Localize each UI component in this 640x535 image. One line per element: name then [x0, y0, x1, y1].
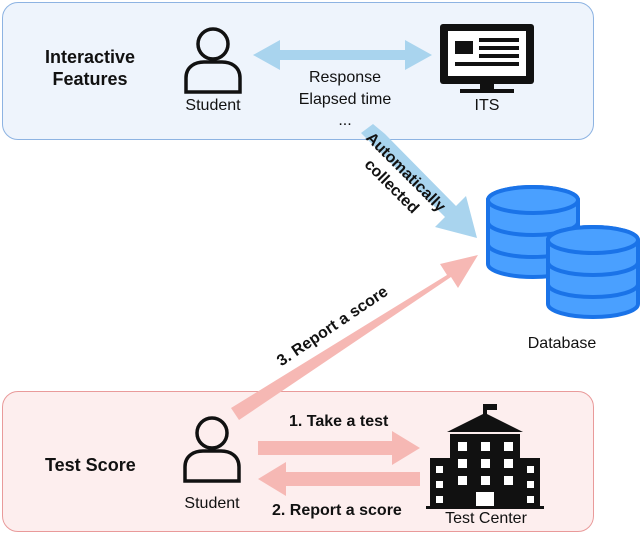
test-center-label: Test Center: [445, 510, 527, 527]
database-label: Database: [527, 335, 597, 352]
interactive-features-title-line2: Features: [52, 69, 128, 89]
auto-collected-arrow: [361, 124, 477, 238]
take-test-arrow: [258, 431, 420, 465]
test-student-person-icon: [183, 416, 241, 483]
feature-ellipsis: ...: [338, 112, 352, 129]
student-its-double-arrow: [253, 40, 432, 70]
bottom-student-label: Student: [184, 495, 240, 512]
test-score-title: Test Score: [45, 455, 136, 475]
database-icon: [486, 185, 640, 319]
top-student-label: Student: [185, 97, 241, 114]
report-score-label: 2. Report a score: [272, 502, 402, 519]
report-to-database-arrow: [231, 255, 478, 420]
feature-response: Response: [308, 69, 382, 86]
its-monitor-icon: [440, 24, 534, 93]
student-person-icon: [184, 27, 242, 94]
test-center-building-icon: [426, 404, 544, 509]
report-score-arrow: [258, 462, 420, 496]
interactive-features-title-line1: Interactive: [44, 47, 136, 67]
feature-elapsed-time: Elapsed time: [298, 91, 392, 108]
its-label: ITS: [474, 97, 500, 114]
interactive-features-title: Interactive Features: [20, 46, 160, 90]
take-test-label: 1. Take a test: [289, 413, 389, 430]
